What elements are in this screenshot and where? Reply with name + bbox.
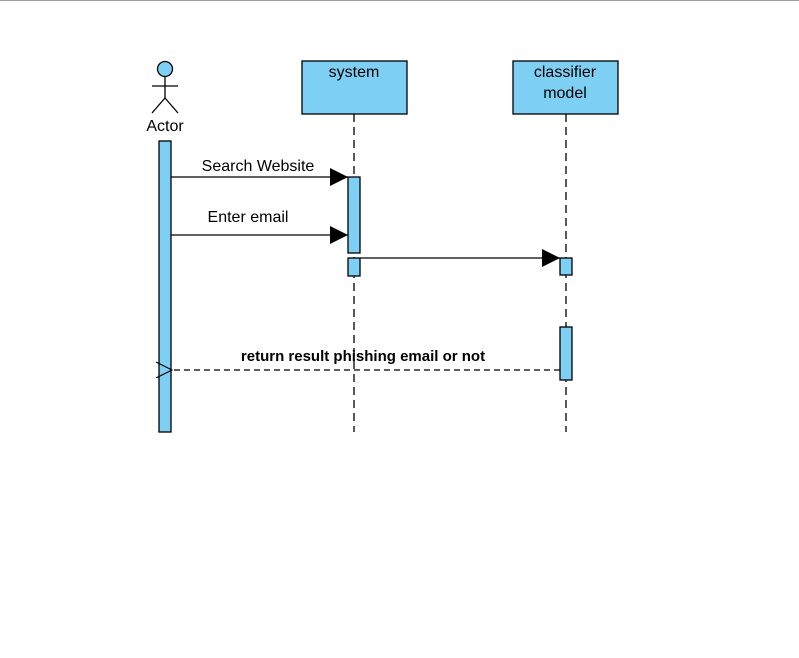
message-search-website-label: Search Website: [202, 158, 315, 175]
stick-figure-icon: [151, 60, 179, 114]
participant-classifier-label-line2: model: [543, 85, 587, 102]
participant-system-label: system: [329, 64, 380, 81]
actor-activation-bar: [158, 140, 172, 433]
message-enter-email[interactable]: Enter email: [171, 209, 348, 244]
classifier-activation-bar-2: [559, 326, 573, 381]
participant-system[interactable]: system: [301, 60, 408, 115]
message-enter-email-label: Enter email: [208, 209, 289, 226]
message-return-result-label: return result phishing email or not: [241, 348, 485, 365]
actor-label: Actor: [146, 118, 184, 135]
message-search-website[interactable]: Search Website: [171, 158, 348, 186]
classifier-activation-bar: [559, 257, 573, 276]
participant-classifier-model[interactable]: classifier model: [512, 60, 619, 115]
actor[interactable]: Actor: [146, 60, 184, 136]
system-activation-bar-2: [347, 257, 361, 277]
system-activation-bar: [347, 176, 361, 254]
participant-classifier-label-line1: classifier: [534, 64, 597, 81]
message-return-result[interactable]: return result phishing email or not: [172, 348, 560, 370]
window-top-border: [0, 0, 799, 1]
